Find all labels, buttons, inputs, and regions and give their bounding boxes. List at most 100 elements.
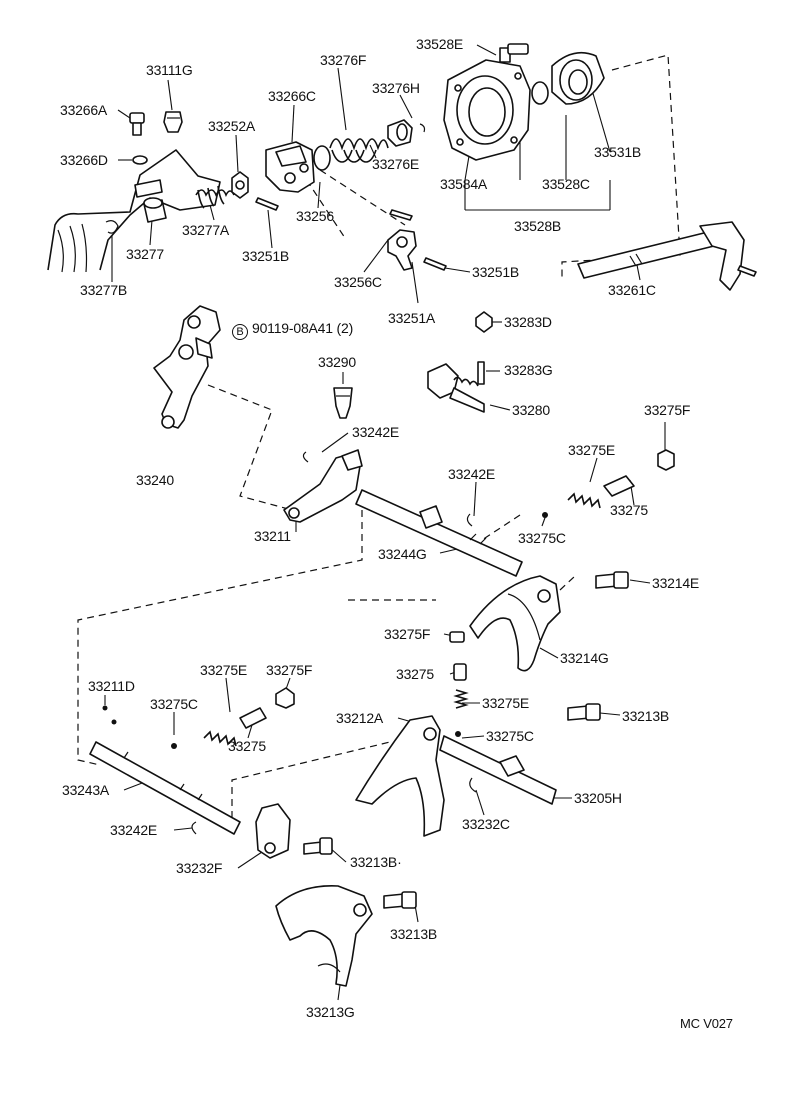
plunger-33275-right: [603, 475, 635, 497]
clip-33242e-left: [191, 821, 197, 835]
spring-33275e-right: [567, 492, 601, 509]
nut-33252a: [231, 171, 249, 199]
label-33275c-fork: 33275C: [486, 728, 534, 744]
label-33275c-left: 33275C: [150, 696, 198, 712]
label-33213b-lower: 33213B: [390, 926, 438, 942]
shift-lever-33240: [153, 305, 221, 429]
label-33266d: 33266D: [60, 152, 108, 168]
shift-fork-shaft-33205h: [439, 735, 557, 805]
diagram-code: MC V027: [680, 1016, 733, 1031]
ball-33275c-right: [542, 512, 548, 518]
shift-head-33232f: [255, 803, 291, 859]
label-33275f-left: 33275F: [266, 662, 313, 678]
pin-33251b-upper: [389, 209, 413, 221]
label-33205h: 33205H: [574, 790, 622, 806]
label-33276h: 33276H: [372, 80, 420, 96]
transmission-housing-fragment: [47, 149, 221, 273]
label-33111g: 33111G: [146, 62, 193, 78]
shift-fork-shaft-33243a: [89, 741, 241, 835]
clip-33242e-top: [302, 451, 309, 463]
bolt-33214e: [595, 571, 629, 589]
label-33277b: 33277B: [80, 282, 128, 298]
label-33275-left: 33275: [228, 738, 266, 754]
bolt-33528e: [499, 43, 529, 63]
label-33528c: 33528C: [542, 176, 590, 192]
label-33280: 33280: [512, 402, 550, 418]
label-33261c: 33261C: [608, 282, 656, 298]
label-33242e-left: 33242E: [110, 822, 158, 838]
label-33275-right: 33275: [610, 502, 648, 518]
spring-33275e-left: [203, 730, 237, 747]
label-33531b: 33531B: [594, 144, 642, 160]
seal-33528c: [531, 81, 549, 105]
ring-33276e: [313, 145, 331, 171]
label-33256: 33256: [296, 208, 334, 224]
plug-33283d: [475, 311, 493, 333]
label-33277: 33277: [126, 246, 164, 262]
plunger-33275-middle: [453, 663, 467, 681]
plug-33275f-right: [657, 449, 675, 471]
label-33214g: 33214G: [560, 650, 609, 666]
label-33283g: 33283G: [504, 362, 553, 378]
label-33213b-middle: 33213B·: [350, 854, 402, 870]
bolt-33290: [333, 387, 353, 419]
shift-fork-shaft-33244g: [355, 489, 523, 577]
pin-33283g: [477, 361, 485, 385]
label-90119-text: 90119-08A41 (2): [252, 320, 354, 336]
label-33528b: 33528B: [514, 218, 562, 234]
label-33256c: 33256C: [334, 274, 382, 290]
label-33211: 33211: [254, 528, 291, 544]
label-33290: 33290: [318, 354, 356, 370]
label-33243a: 33243A: [62, 782, 110, 798]
breather-plug: [163, 111, 183, 133]
spring-33277a: [195, 185, 235, 209]
clip-33277b: [105, 220, 119, 234]
label-33211d: 33211D: [88, 678, 135, 694]
spring-33276f: [329, 138, 389, 163]
label-33240: 33240: [136, 472, 174, 488]
plunger-33275-left: [239, 707, 267, 729]
clip-33232c: [469, 777, 477, 793]
extension-housing-33584a: [443, 59, 531, 161]
label-33266c: 33266C: [268, 88, 316, 104]
ball-33211d: [102, 705, 108, 711]
bushing-33276h: [387, 119, 426, 147]
shift-lever-housing-33266c: [265, 141, 315, 193]
bolt-33213b-middle: [303, 837, 333, 855]
clip-33242e-mid: [466, 513, 473, 527]
label-33214e: 33214E: [652, 575, 700, 591]
label-33242e-top: 33242E: [352, 424, 400, 440]
shift-head-33211: [283, 449, 363, 523]
label-33244g: 33244G: [378, 546, 427, 562]
label-33266a: 33266A: [60, 102, 108, 118]
label-33283d: 33283D: [504, 314, 552, 330]
washer-33266d: [132, 155, 148, 165]
label-33275e-right: 33275E: [568, 442, 616, 458]
label-33232f: 33232F: [176, 860, 223, 876]
label-33275f-middle: 33275F: [384, 626, 431, 642]
shift-fork-33212a: [355, 715, 445, 837]
label-33212a: 33212A: [336, 710, 384, 726]
plunger-33280: [427, 363, 485, 413]
release-bearing-33531b: [551, 51, 605, 105]
label-33251b-left: 33251B: [242, 248, 290, 264]
spring-33275e-middle: [453, 689, 469, 709]
pin-33251b-left: [255, 197, 279, 211]
bolt-33266a: [129, 112, 145, 136]
bushing-33277: [143, 197, 167, 223]
ball-33275c-left: [171, 743, 177, 749]
label-33252a: 33252A: [208, 118, 256, 134]
label-33275e-left: 33275E: [200, 662, 248, 678]
circled-b-marker: B: [232, 324, 248, 340]
bolt-33213b-right: [567, 703, 601, 721]
shift-shaft-33261c: [577, 221, 757, 291]
label-33242e-mid: 33242E: [448, 466, 496, 482]
label-33277a: 33277A: [182, 222, 230, 238]
label-33276f: 33276F: [320, 52, 367, 68]
shift-inner-lever-33256c: [387, 229, 417, 271]
label-33275-middle: 33275: [396, 666, 434, 682]
label-33232c: 33232C: [462, 816, 510, 832]
label-33251a: 33251A: [388, 310, 436, 326]
label-33276e: 33276E: [372, 156, 420, 172]
